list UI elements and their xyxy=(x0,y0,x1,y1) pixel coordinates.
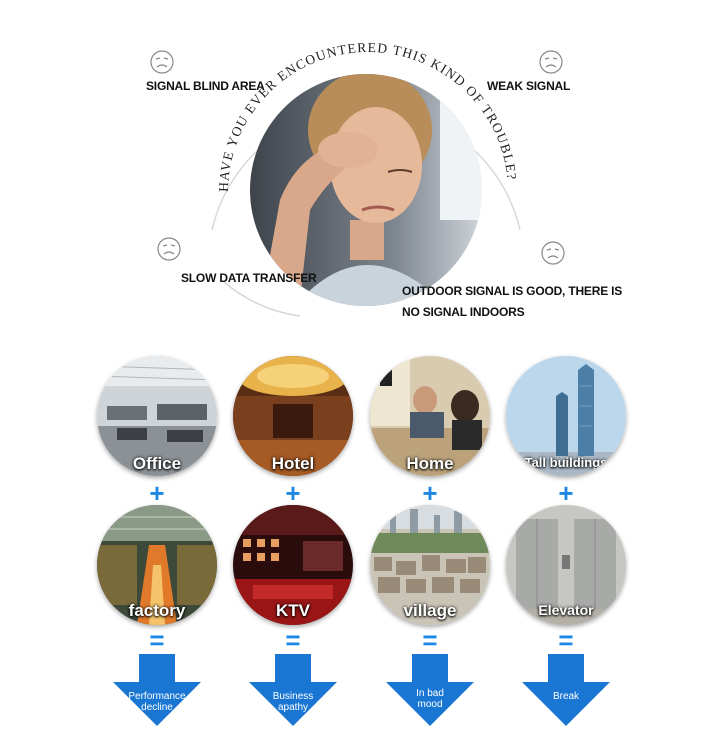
result-label-line1: Performance xyxy=(128,691,186,702)
down-arrow-icon xyxy=(386,654,474,726)
trouble-illustration: HAVE YOU EVER ENCOUNTERED THIS KIND OF T… xyxy=(211,40,521,317)
down-arrow-icon xyxy=(249,654,337,726)
scene-tall-buildings: Tall buildings xyxy=(506,356,626,476)
equals-sign: = xyxy=(285,625,301,655)
scene-home: Home xyxy=(370,356,490,476)
result-label-line1: Break xyxy=(552,691,580,702)
problem-indoor-line1: OUTDOOR SIGNAL IS GOOD, THERE IS xyxy=(402,284,623,298)
plus-sign: + xyxy=(422,478,438,508)
result-label-line1: Business xyxy=(272,691,314,702)
scene-elevator: Elevator xyxy=(506,505,626,625)
plus-sign: + xyxy=(285,478,301,508)
equals-sign: = xyxy=(149,625,165,655)
scene-label: Home xyxy=(406,454,454,473)
plus-sign: + xyxy=(558,478,574,508)
problem-blind-area: SIGNAL BLIND AREA xyxy=(146,79,265,93)
equals-sign: = xyxy=(558,625,574,655)
scene-office: Office xyxy=(97,356,217,476)
scene-hotel: Hotel xyxy=(233,356,353,476)
sad-face-icon xyxy=(541,241,565,265)
scene-label: village xyxy=(403,601,457,620)
sad-face-icon xyxy=(150,50,174,74)
scene-ktv: KTV xyxy=(233,505,353,625)
result-label-line2: mood xyxy=(417,699,443,710)
scene-factory: factory xyxy=(97,505,217,625)
scene-label: KTV xyxy=(276,601,310,620)
down-arrow-icon xyxy=(522,654,610,726)
result-arrow-performance: Performance decline xyxy=(111,654,203,726)
problem-weak-signal: WEAK SIGNAL xyxy=(487,79,571,93)
result-arrow-break: Break xyxy=(520,654,612,726)
woman-photo xyxy=(250,74,482,306)
result-arrow-business: Business apathy xyxy=(247,654,339,726)
scene-label: Tall buildings xyxy=(524,455,608,470)
scene-label: factory xyxy=(128,601,186,620)
result-label-line2: apathy xyxy=(277,702,309,713)
result-arrow-mood: In bad mood xyxy=(384,654,476,726)
down-arrow-icon xyxy=(113,654,201,726)
sad-face-icon xyxy=(157,237,181,261)
equals-sign: = xyxy=(422,625,438,655)
scene-label: Elevator xyxy=(538,602,594,618)
result-label-line2: decline xyxy=(141,702,173,713)
plus-sign: + xyxy=(149,478,165,508)
scene-label: Hotel xyxy=(271,454,315,473)
problem-slow-data: SLOW DATA TRANSFER xyxy=(181,271,317,285)
scene-label: Office xyxy=(132,454,182,473)
scene-village: village xyxy=(370,505,490,625)
result-label-line1: In bad xyxy=(416,688,444,699)
sad-face-icon xyxy=(539,50,563,74)
problem-indoor-line2: NO SIGNAL INDOORS xyxy=(402,305,525,319)
